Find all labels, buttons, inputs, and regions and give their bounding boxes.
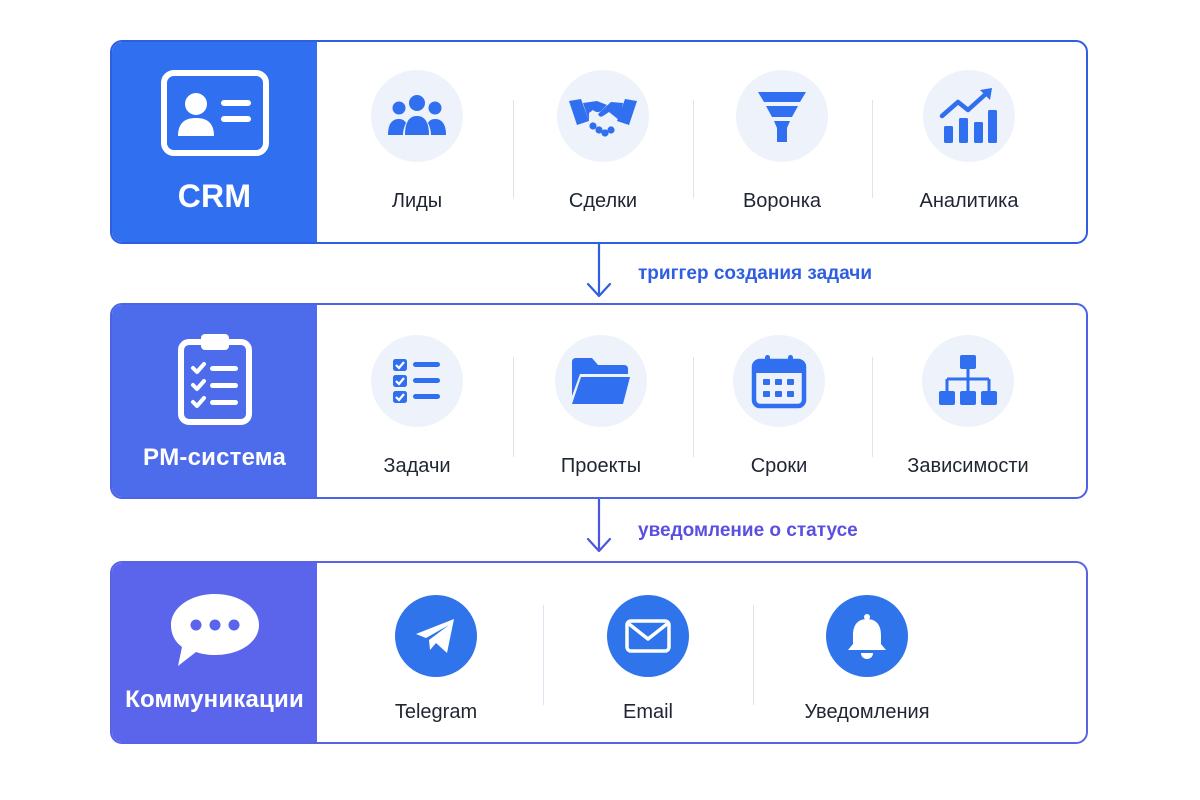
- folder-icon: [572, 358, 630, 404]
- communications-side-panel: Коммуникации: [112, 563, 317, 742]
- crm-item-label: Аналитика: [919, 190, 1019, 212]
- comm-item-label: Telegram: [394, 701, 478, 723]
- checklist-icon: [393, 359, 440, 403]
- contact-card-icon: [160, 69, 269, 156]
- handshake-icon: [569, 99, 637, 137]
- funnel-icon: [758, 92, 806, 142]
- pm-item-deadlines[interactable]: Сроки: [704, 335, 854, 478]
- divider: [513, 100, 514, 198]
- pm-item-label: Проекты: [560, 455, 642, 477]
- communications-block: Коммуникации Telegram Email: [110, 561, 1088, 744]
- pm-item-label: Сроки: [750, 455, 808, 477]
- divider: [872, 100, 873, 198]
- chat-bubble-icon: [170, 593, 259, 666]
- email-icon: [625, 619, 671, 653]
- divider: [872, 357, 873, 457]
- pm-item-tasks[interactable]: Задачи: [342, 335, 492, 478]
- crm-items: Лиды Сделки: [317, 42, 1086, 242]
- divider: [543, 605, 544, 705]
- crm-title: CRM: [177, 177, 252, 214]
- pm-block: PM-система Задачи: [110, 303, 1088, 499]
- pm-title: PM-система: [142, 444, 286, 471]
- crm-item-funnel[interactable]: Воронка: [707, 70, 857, 213]
- comm-item-telegram[interactable]: Telegram: [361, 595, 511, 724]
- divider: [693, 100, 694, 198]
- calendar-icon: [751, 355, 807, 409]
- pm-items: Задачи Проекты: [317, 305, 1086, 497]
- crm-item-analytics[interactable]: Аналитика: [894, 70, 1044, 213]
- bell-icon: [848, 614, 886, 659]
- clipboard-checklist-icon: [177, 334, 252, 425]
- crm-item-deals[interactable]: Сделки: [528, 70, 678, 213]
- comm-item-notifications[interactable]: Уведомления: [792, 595, 942, 724]
- pm-side-panel: PM-система: [112, 305, 317, 497]
- crm-block: CRM Лиды: [110, 40, 1088, 244]
- crm-item-label: Воронка: [742, 190, 822, 212]
- crm-side-panel: CRM: [112, 42, 317, 242]
- down-arrow-connector: [586, 244, 612, 298]
- connector-label-task-trigger: триггер создания задачи: [638, 263, 873, 284]
- comm-item-email[interactable]: Email: [573, 595, 723, 724]
- comm-item-label: Email: [622, 701, 673, 723]
- divider: [753, 605, 754, 705]
- crm-item-leads[interactable]: Лиды: [342, 70, 492, 213]
- crm-item-label: Сделки: [568, 190, 638, 212]
- hierarchy-icon: [939, 355, 997, 405]
- growth-chart-icon: [939, 88, 997, 143]
- people-group-icon: [388, 95, 446, 135]
- communications-items: Telegram Email Уведомления: [317, 563, 1086, 742]
- pm-item-label: Зависимости: [907, 455, 1029, 477]
- crm-item-label: Лиды: [391, 190, 443, 212]
- down-arrow-connector: [586, 499, 612, 553]
- pm-item-label: Задачи: [383, 455, 451, 477]
- pm-item-projects[interactable]: Проекты: [526, 335, 676, 478]
- pm-item-dependencies[interactable]: Зависимости: [893, 335, 1043, 478]
- telegram-icon: [416, 619, 454, 653]
- divider: [513, 357, 514, 457]
- communications-title: Коммуникации: [125, 685, 304, 713]
- divider: [693, 357, 694, 457]
- comm-item-label: Уведомления: [804, 701, 930, 723]
- connector-label-status-notification: уведомление о статусе: [638, 520, 858, 541]
